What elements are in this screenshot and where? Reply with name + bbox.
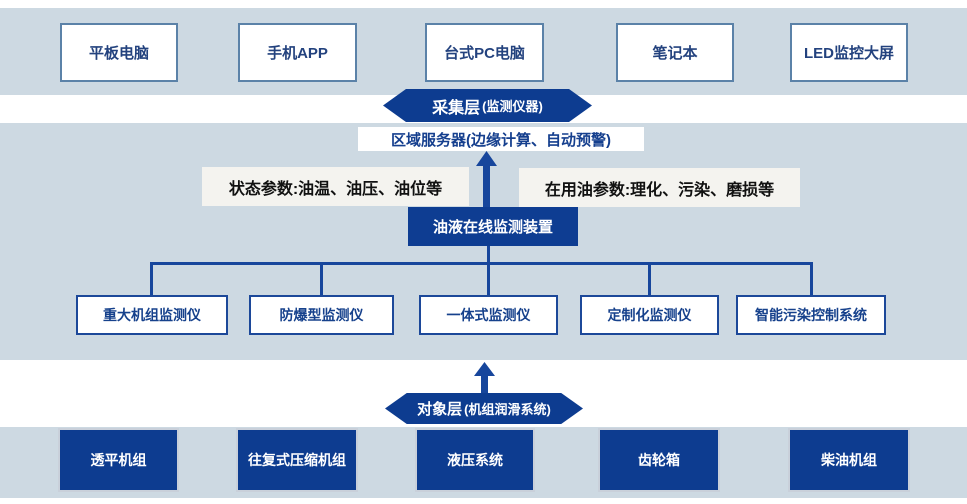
equipment-box-gearbox: 齿轮箱 <box>600 430 718 490</box>
arrow-up-icon <box>474 362 495 393</box>
connector-drop-3 <box>487 262 490 295</box>
arrow-up-icon <box>476 151 497 207</box>
monitor-box-all-in-one: 一体式监测仪 <box>419 295 558 335</box>
object-layer-badge-subtitle: (机组润滑系统) <box>464 402 551 417</box>
connector-drop-2 <box>320 262 323 295</box>
regional-server-label: 区域服务器(边缘计算、自动预警) <box>358 127 644 151</box>
monitor-box-pollution-control: 智能污染控制系统 <box>736 295 886 335</box>
oil-parameters-label: 在用油参数:理化、污染、磨损等 <box>519 168 800 207</box>
connector-drop-4 <box>648 262 651 295</box>
monitor-box-explosion-proof: 防爆型监测仪 <box>249 295 394 335</box>
terminal-box-tablet: 平板电脑 <box>60 23 178 82</box>
connector-vertical-stub <box>487 246 490 264</box>
terminal-box-phone-app: 手机APP <box>238 23 357 82</box>
connector-horizontal-line <box>150 262 813 265</box>
collection-layer-badge: 采集层 (监测仪器) <box>383 89 592 122</box>
oil-monitoring-device-box: 油液在线监测装置 <box>408 207 578 246</box>
collection-layer-badge-subtitle: (监测仪器) <box>482 99 543 114</box>
terminal-box-desktop-pc: 台式PC电脑 <box>425 23 544 82</box>
monitor-box-major-unit: 重大机组监测仪 <box>76 295 228 335</box>
terminal-box-led-screen: LED监控大屏 <box>790 23 908 82</box>
status-parameters-label: 状态参数:油温、油压、油位等 <box>202 167 469 206</box>
connector-drop-5 <box>810 262 813 295</box>
equipment-box-diesel-unit: 柴油机组 <box>790 430 908 490</box>
equipment-box-reciprocating-compressor: 往复式压缩机组 <box>238 430 356 490</box>
connector-drop-1 <box>150 262 153 295</box>
terminal-box-laptop: 笔记本 <box>616 23 734 82</box>
object-layer-badge: 对象层 (机组润滑系统) <box>385 393 583 424</box>
object-layer-badge-title: 对象层 <box>417 401 463 418</box>
monitor-box-customized: 定制化监测仪 <box>580 295 719 335</box>
equipment-box-turbine-unit: 透平机组 <box>60 430 177 490</box>
collection-layer-badge-title: 采集层 <box>432 99 481 117</box>
equipment-box-hydraulic-system: 液压系统 <box>417 430 533 490</box>
